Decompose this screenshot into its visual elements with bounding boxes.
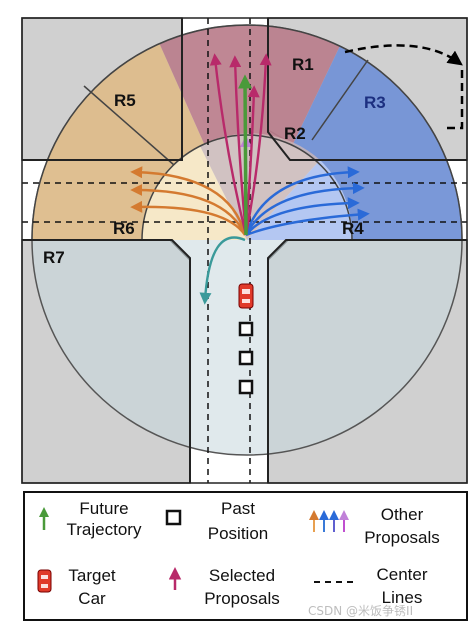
label-r1: R1 xyxy=(292,55,314,74)
block-top-right-edge xyxy=(267,18,467,161)
legend-past-line2: Position xyxy=(208,524,268,543)
legend-future-line1: Future xyxy=(79,499,128,518)
outer-arc xyxy=(31,24,463,241)
other-proposal-right-4 xyxy=(245,208,370,237)
rotation-arrow-tail xyxy=(445,70,464,130)
legend-box xyxy=(23,491,468,621)
legend: Future Trajectory Past Position Other Pr… xyxy=(23,491,468,621)
legend-past-icon xyxy=(165,509,182,526)
legend-selected-line2: Proposals xyxy=(204,589,280,608)
legend-car-icon xyxy=(37,569,52,593)
legend-car-line1: Target xyxy=(68,566,116,585)
past-position-1 xyxy=(238,321,254,337)
selected-proposal-4 xyxy=(244,53,272,236)
other-proposal-right-3 xyxy=(245,197,360,236)
other-proposal-right-1 xyxy=(244,166,360,236)
past-positions xyxy=(238,321,254,395)
legend-other-icon xyxy=(309,510,349,532)
other-proposal-left-2 xyxy=(130,184,247,236)
legend-car-line2: Car xyxy=(78,589,106,608)
legend-past-line1: Past xyxy=(221,499,255,518)
label-r6: R6 xyxy=(113,219,135,238)
label-r3: R3 xyxy=(364,93,386,112)
block-top-left-edge xyxy=(22,18,183,161)
past-position-2 xyxy=(238,350,254,366)
block-bottom-left-edge xyxy=(22,239,191,483)
legend-other-line1: Other xyxy=(381,505,424,524)
label-r4: R4 xyxy=(342,219,364,238)
future-trajectory xyxy=(238,74,253,236)
watermark: CSDN @米饭争锈II xyxy=(308,604,413,618)
selected-proposal-1 xyxy=(209,53,248,236)
region-r1 xyxy=(140,25,362,240)
region-r4 xyxy=(247,160,353,240)
rotation-arrow xyxy=(344,44,463,66)
other-proposal-left-1 xyxy=(130,166,247,236)
r5-r1-border xyxy=(83,85,175,166)
legend-selected-line1: Selected xyxy=(209,566,275,585)
trajectory-group xyxy=(130,53,370,305)
label-r2: R2 xyxy=(284,124,306,143)
label-r7: R7 xyxy=(43,248,65,267)
other-proposal-right-2 xyxy=(244,182,365,236)
block-bottom-right-edge xyxy=(267,239,467,483)
r1-r3-border xyxy=(311,59,369,141)
map-frame xyxy=(21,17,468,484)
target-car xyxy=(238,283,254,309)
legend-other-line2: Proposals xyxy=(364,528,440,547)
other-proposal-left-3 xyxy=(130,200,246,236)
other-proposal-teal xyxy=(199,236,246,305)
legend-center-line1: Center xyxy=(376,565,427,584)
legend-center-line2: Lines xyxy=(382,588,423,607)
past-position-3 xyxy=(238,379,254,395)
legend-future-line2: Trajectory xyxy=(67,520,142,539)
label-r5: R5 xyxy=(114,91,136,110)
